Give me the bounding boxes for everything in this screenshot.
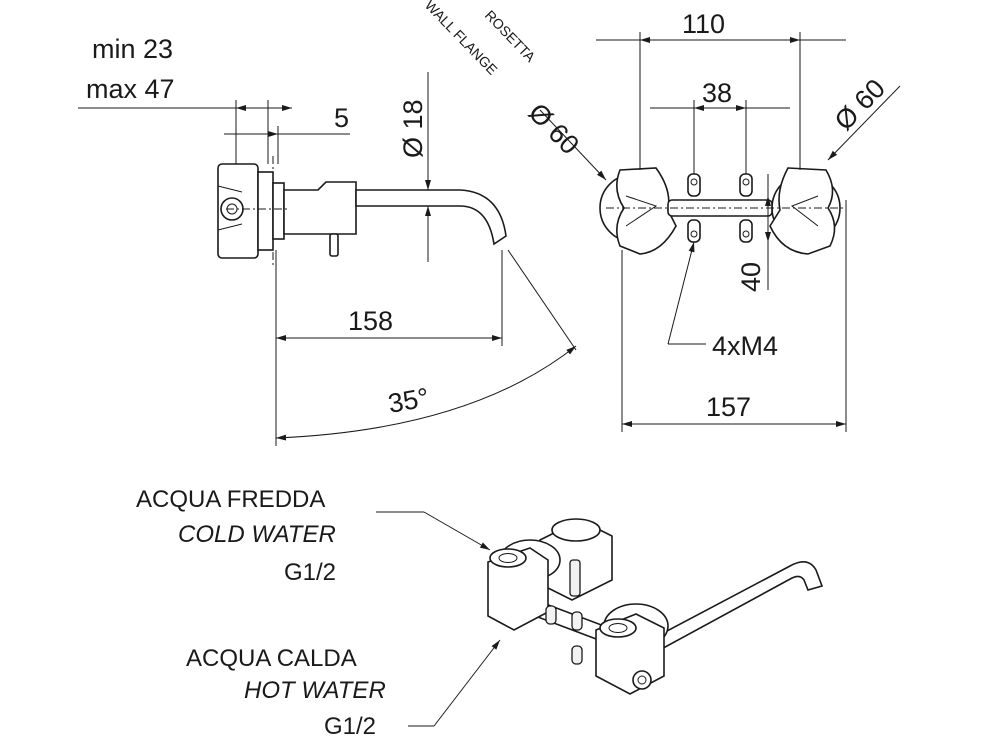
cold-leader-b (423, 511, 491, 551)
iso-lever-cap (551, 518, 601, 542)
max-label: max 47 (86, 74, 175, 104)
angle-arc (275, 345, 577, 441)
cold-label-it: ACQUA FREDDA (136, 486, 325, 513)
dim-18-label: Ø 18 (398, 99, 428, 158)
hot-label-en: HOT WATER (244, 677, 386, 704)
screws-label: 4xM4 (712, 331, 778, 361)
side-spout (355, 189, 507, 246)
side-view: min 23 max 47 5 Ø 18 158 35° (78, 34, 577, 446)
dim-40-label: 40 (736, 262, 766, 292)
dim-60-right-leader (827, 85, 901, 161)
screws-leader (667, 241, 695, 345)
left-body-detail (625, 195, 658, 227)
side-lever-block (283, 181, 357, 235)
dim-158-label: 158 (348, 306, 393, 336)
dim-157-label: 157 (706, 392, 751, 422)
hot-label-thread: G1/2 (324, 713, 376, 740)
iso-cold-inlet (489, 548, 527, 568)
left-valve-body (616, 167, 677, 255)
iso-hot-inlet (599, 618, 637, 638)
iso-lever-stem (569, 559, 581, 597)
dim-38-label: 38 (702, 78, 732, 108)
right-body-detail (790, 195, 819, 227)
iso-lug-2 (571, 611, 583, 631)
iso-hot-knob (632, 670, 652, 690)
iso-cold-inlet-bore (498, 553, 518, 563)
dim-60-left-label: Ø 60 (523, 97, 585, 160)
right-valve-body (769, 167, 836, 255)
dim-60-left-leader (539, 109, 607, 181)
dim-5-label: 5 (334, 103, 349, 133)
hot-label-it: ACQUA CALDA (186, 645, 357, 672)
screw-hole-3 (690, 230, 698, 238)
side-flange-collar (272, 182, 285, 240)
dim-110-label: 110 (682, 9, 725, 39)
angle-ray (507, 249, 577, 351)
iso-hot-knob-inner (637, 675, 647, 685)
side-wall-flange (257, 171, 274, 251)
cold-label-thread: G1/2 (284, 559, 336, 586)
cold-label-en: COLD WATER (178, 521, 336, 548)
iso-lug-1 (545, 605, 557, 625)
screw-hole-2 (742, 178, 750, 186)
screw-hole-1 (690, 178, 698, 186)
min-label: min 23 (92, 34, 173, 64)
iso-hot-inlet-bore (608, 623, 628, 633)
side-lever-stem (329, 233, 339, 257)
angle-label: 35° (386, 382, 431, 419)
isometric-view: ACQUA FREDDA COLD WATER G1/2 ACQUA CALDA… (136, 486, 824, 740)
iso-spout (648, 561, 824, 654)
side-valve-shading (217, 185, 243, 231)
screw-hole-4 (742, 230, 750, 238)
hot-leader (433, 639, 501, 727)
iso-lug-3 (571, 645, 583, 665)
